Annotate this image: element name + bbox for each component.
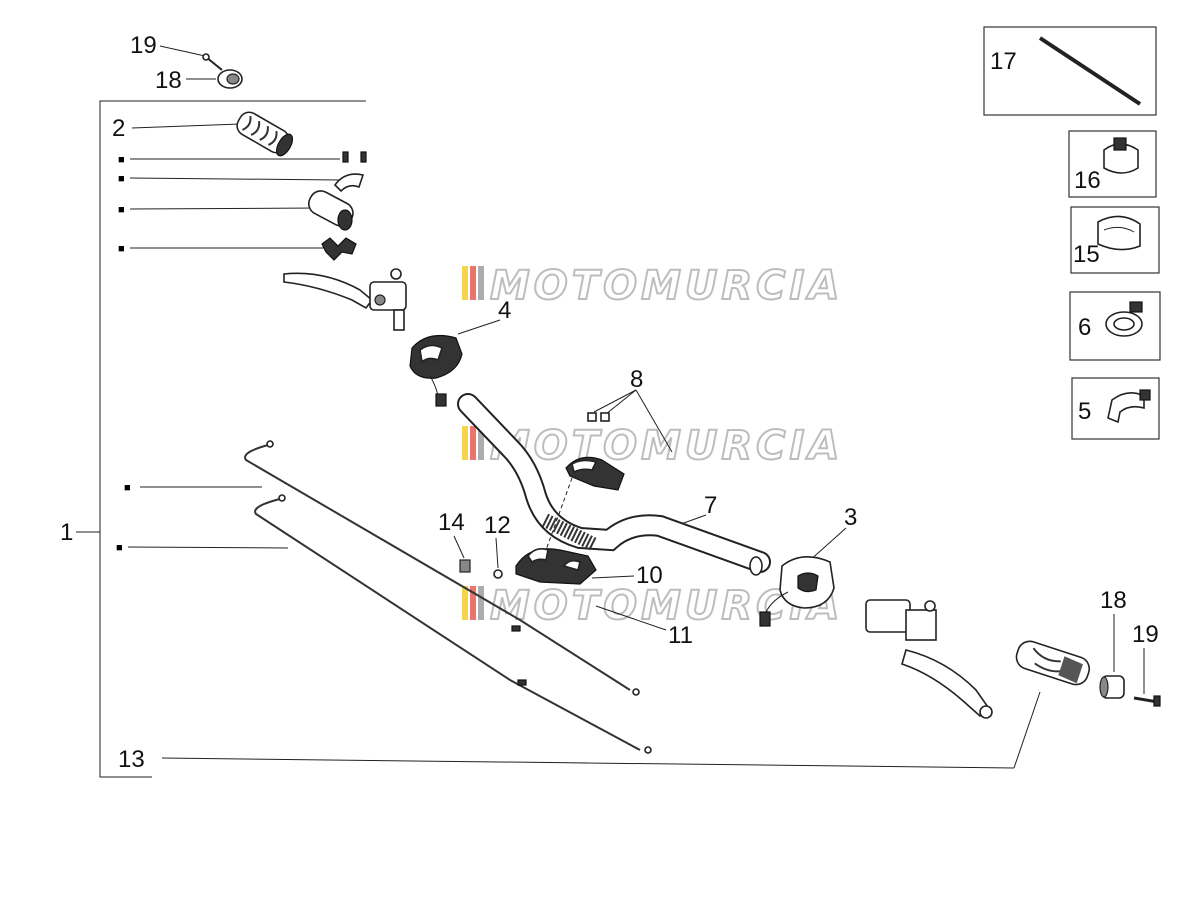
label-15: 15 [1073, 241, 1100, 268]
marker-square: ■ [118, 204, 125, 216]
label-19-top: 19 [130, 32, 157, 59]
marker-square: ■ [118, 243, 125, 255]
label-5: 5 [1078, 398, 1091, 425]
marker-square: ■ [116, 542, 123, 554]
label-18-right: 18 [1100, 587, 1127, 614]
throttle-sleeve [308, 190, 354, 231]
clamp-part-15 [1097, 215, 1141, 251]
sub-item-markers: ■ ■ ■ ■ ■ ■ [116, 154, 131, 554]
label-19-right: 19 [1132, 621, 1159, 648]
leader-4 [457, 319, 501, 335]
part-box-17 [983, 26, 1157, 116]
marker-square: ■ [124, 482, 131, 494]
label-11: 11 [668, 622, 693, 649]
handlebar [457, 393, 771, 576]
handlebar-riser [515, 548, 597, 585]
leader-8 [605, 389, 637, 415]
watermark: MOTOMURCIA [462, 422, 843, 470]
left-switch-housing [409, 335, 463, 407]
leader-13 [161, 757, 1015, 769]
bar-end-bolt [202, 53, 223, 71]
svg-text:MOTOMURCIA: MOTOMURCIA [490, 423, 843, 469]
leader-3 [807, 527, 847, 563]
leader-8 [593, 389, 637, 413]
marker-leader [127, 546, 289, 549]
clamp-part-6 [1105, 301, 1143, 337]
handlebar-rod [1038, 36, 1142, 106]
bar-end-weight [217, 69, 243, 89]
right-grip [1015, 640, 1091, 686]
clamp-part-5 [1107, 389, 1151, 424]
label-10: 10 [636, 562, 663, 589]
leader-12 [495, 537, 499, 569]
label-7: 7 [704, 492, 717, 519]
label-3: 3 [844, 504, 857, 531]
leader-11 [595, 605, 667, 631]
leader-10 [591, 575, 635, 579]
bar-end-bolt [1133, 695, 1161, 707]
label-14: 14 [438, 509, 465, 536]
throttle-clamp [321, 237, 357, 261]
bar-end-weight [1099, 675, 1125, 699]
label-2: 2 [112, 115, 125, 142]
right-switch-housing [759, 556, 835, 627]
clutch-lever-assembly [283, 268, 407, 331]
nut [459, 559, 471, 573]
leader-19-top [159, 45, 206, 57]
kit-bracket [99, 100, 366, 778]
throttle-cover [333, 173, 365, 193]
marker-square: ■ [118, 154, 125, 166]
clamp-part-16 [1103, 137, 1139, 174]
grip-leader [1013, 691, 1041, 769]
leader-8 [635, 389, 673, 453]
washer [493, 569, 503, 579]
label-18-top: 18 [155, 67, 182, 94]
throttle-cables [244, 440, 652, 754]
svg-text:MOTOMURCIA: MOTOMURCIA [490, 263, 843, 309]
watermark: MOTOMURCIA [462, 262, 843, 310]
axis-line [545, 477, 573, 551]
marker-square: ■ [118, 173, 125, 185]
screws [342, 151, 367, 163]
handlebar-upper-clamp [565, 412, 625, 491]
label-13: 13 [118, 746, 145, 773]
label-6: 6 [1078, 314, 1091, 341]
label-4: 4 [498, 297, 511, 324]
label-12: 12 [484, 512, 511, 539]
label-16: 16 [1074, 167, 1101, 194]
label-1: 1 [60, 519, 73, 546]
marker-leader [129, 207, 321, 210]
label-8: 8 [630, 366, 643, 393]
left-grip [236, 111, 294, 157]
marker-leader [129, 177, 341, 181]
brake-master-cylinder [865, 599, 993, 719]
leader-2 [131, 123, 241, 129]
label-17: 17 [990, 48, 1017, 75]
leader-14 [453, 535, 465, 559]
